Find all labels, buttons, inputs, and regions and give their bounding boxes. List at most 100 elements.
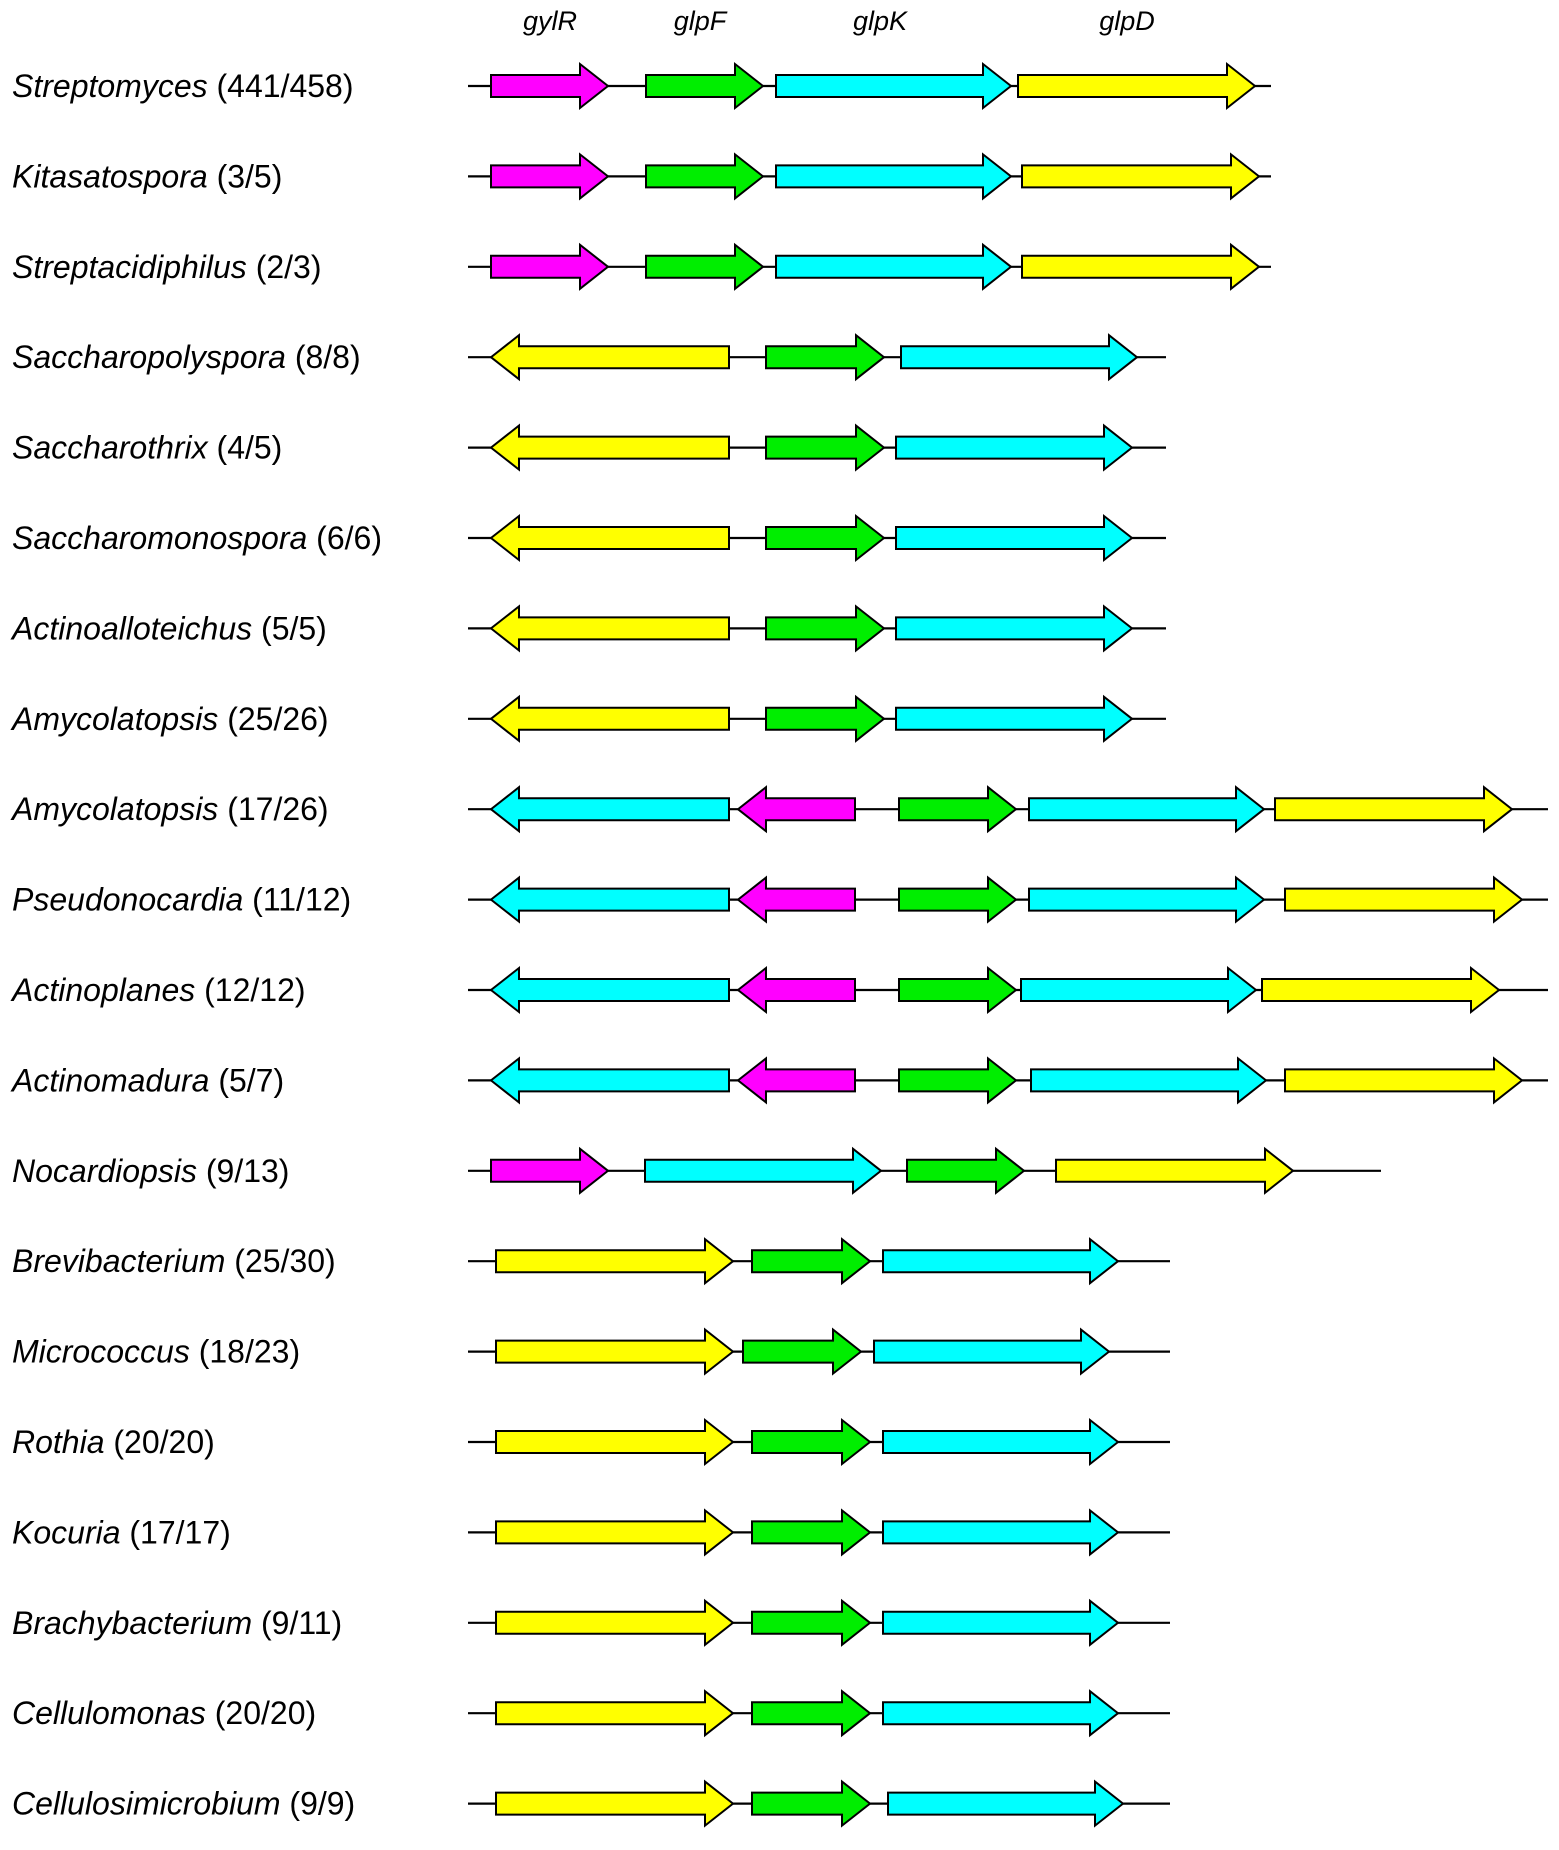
gene-arrow-glpK — [1030, 1056, 1268, 1105]
organism-label: Actinomadura (5/7) — [10, 1062, 284, 1098]
gene-arrow-glpF — [645, 61, 765, 111]
gene-arrow-glpK — [882, 1689, 1120, 1738]
organism-label: Actinoalloteichus (5/5) — [10, 610, 327, 646]
gene-arrow-glpD — [489, 694, 730, 743]
organism-name: Actinomadura — [10, 1062, 209, 1098]
gene-arrow-gylR — [490, 152, 610, 201]
organism-count: (4/5) — [208, 430, 283, 466]
header-label-glpF: glpF — [674, 6, 728, 36]
organism-label: Actinoplanes (12/12) — [10, 972, 306, 1008]
organism-name: Actinoplanes — [10, 972, 195, 1008]
gene-arrow-glpD — [1284, 875, 1524, 924]
gene-arrow-glpK — [1028, 785, 1266, 834]
organism-count: (5/5) — [252, 610, 327, 646]
cluster-row: Actinomadura (5/7) — [10, 1056, 1548, 1105]
gene-arrow-glpF — [898, 785, 1018, 834]
gene-arrow-glpK — [882, 1237, 1120, 1286]
organism-label: Rothia (20/20) — [12, 1424, 215, 1460]
organism-name: Kitasatospora — [12, 158, 208, 194]
gene-arrow-glpK — [1020, 965, 1258, 1015]
organism-count: (12/12) — [195, 972, 305, 1008]
gene-arrow-glpD — [495, 1508, 735, 1557]
gene-arrow-glpF — [645, 152, 765, 201]
organism-count: (20/20) — [105, 1424, 215, 1460]
cluster-row: Cellulosimicrobium (9/9) — [12, 1779, 1170, 1828]
organism-count: (8/8) — [286, 339, 361, 375]
organism-count: (25/26) — [218, 701, 328, 737]
organism-count: (9/13) — [197, 1153, 289, 1189]
gene-arrow-glpK — [873, 1327, 1111, 1376]
organism-count: (3/5) — [208, 158, 283, 194]
gene-arrow-glpF — [765, 604, 886, 653]
cluster-row: Saccharopolyspora (8/8) — [12, 333, 1166, 382]
gene-arrow-glpK — [882, 1417, 1120, 1467]
organism-count: (6/6) — [307, 520, 382, 556]
organism-count: (25/30) — [225, 1243, 335, 1279]
gene-arrow-glpF — [906, 1146, 1026, 1195]
gene-arrow-glpF — [751, 1508, 872, 1557]
gene-arrow-glpF — [765, 694, 886, 743]
gene-arrow-glpF — [751, 1598, 872, 1647]
gene-arrow-glpD — [495, 1689, 735, 1738]
cluster-row: Kocuria (17/17) — [12, 1508, 1170, 1557]
cluster-row: Cellulomonas (20/20) — [12, 1689, 1170, 1738]
gene-arrow-glpD — [489, 423, 730, 472]
gene-arrow-glpF — [645, 242, 765, 291]
organism-name: Kocuria — [12, 1514, 121, 1550]
cluster-row: Amycolatopsis (25/26) — [10, 694, 1166, 743]
gene-arrow-gylR — [736, 875, 856, 924]
organism-name: Actinoalloteichus — [10, 610, 252, 646]
organism-label: Micrococcus (18/23) — [12, 1334, 300, 1370]
gene-arrow-glpD — [1021, 152, 1261, 201]
gene-arrow-gylR — [736, 965, 856, 1015]
gene-arrow-glpK — [900, 333, 1139, 382]
organism-count: (20/20) — [206, 1695, 316, 1731]
cluster-row: Streptomyces (441/458) — [12, 61, 1271, 111]
organism-name: Brachybacterium — [12, 1605, 252, 1641]
organism-name: Saccharothrix — [12, 430, 209, 466]
gene-arrow-glpF — [765, 333, 886, 382]
gene-arrow-glpD — [1021, 242, 1261, 291]
header-label-glpK: glpK — [853, 6, 908, 36]
organism-name: Cellulosimicrobium — [12, 1786, 281, 1822]
organism-label: Brevibacterium (25/30) — [12, 1243, 336, 1279]
gene-arrow-glpK — [489, 875, 730, 924]
gene-arrow-glpF — [898, 875, 1018, 924]
organism-count: (17/17) — [121, 1514, 231, 1550]
gene-arrow-glpD — [495, 1237, 735, 1286]
organism-count: (18/23) — [190, 1334, 300, 1370]
gene-arrow-glpK — [489, 965, 730, 1015]
organism-name: Streptomyces — [12, 68, 208, 104]
organism-name: Rothia — [12, 1424, 105, 1460]
organism-label: Cellulomonas (20/20) — [12, 1695, 316, 1731]
organism-name: Brevibacterium — [12, 1243, 225, 1279]
organism-count: (17/26) — [218, 791, 328, 827]
gene-arrow-glpF — [751, 1237, 872, 1286]
gene-arrow-glpK — [895, 694, 1134, 743]
gene-arrow-glpK — [882, 1508, 1120, 1557]
cluster-row: Saccharothrix (4/5) — [12, 423, 1166, 472]
cluster-row: Actinoplanes (12/12) — [10, 965, 1548, 1015]
cluster-row: Actinoalloteichus (5/5) — [10, 604, 1166, 653]
gene-arrow-glpD — [495, 1779, 735, 1828]
gene-arrow-glpD — [495, 1598, 735, 1647]
gene-arrow-glpD — [1055, 1146, 1295, 1195]
organism-name: Saccharopolyspora — [12, 339, 286, 375]
gene-arrow-glpK — [895, 423, 1134, 472]
organism-label: Cellulosimicrobium (9/9) — [12, 1786, 355, 1822]
organism-label: Amycolatopsis (25/26) — [10, 701, 329, 737]
gene-arrow-gylR — [736, 1056, 856, 1105]
organism-count: (9/9) — [281, 1786, 356, 1822]
gene-arrow-glpK — [775, 242, 1013, 291]
cluster-rows: Streptomyces (441/458) Kitasatospora (3/5… — [10, 61, 1548, 1828]
organism-label: Saccharomonospora (6/6) — [12, 520, 382, 556]
organism-name: Nocardiopsis — [12, 1153, 197, 1189]
gene-header-labels: gylR glpF glpK glpD — [523, 6, 1155, 36]
gene-arrow-glpK — [775, 61, 1013, 111]
gene-arrow-glpF — [898, 965, 1018, 1015]
organism-count: (2/3) — [247, 249, 322, 285]
gene-arrow-glpD — [1017, 61, 1257, 111]
cluster-row: Brachybacterium (9/11) — [12, 1598, 1170, 1647]
organism-name: Saccharomonospora — [12, 520, 307, 556]
